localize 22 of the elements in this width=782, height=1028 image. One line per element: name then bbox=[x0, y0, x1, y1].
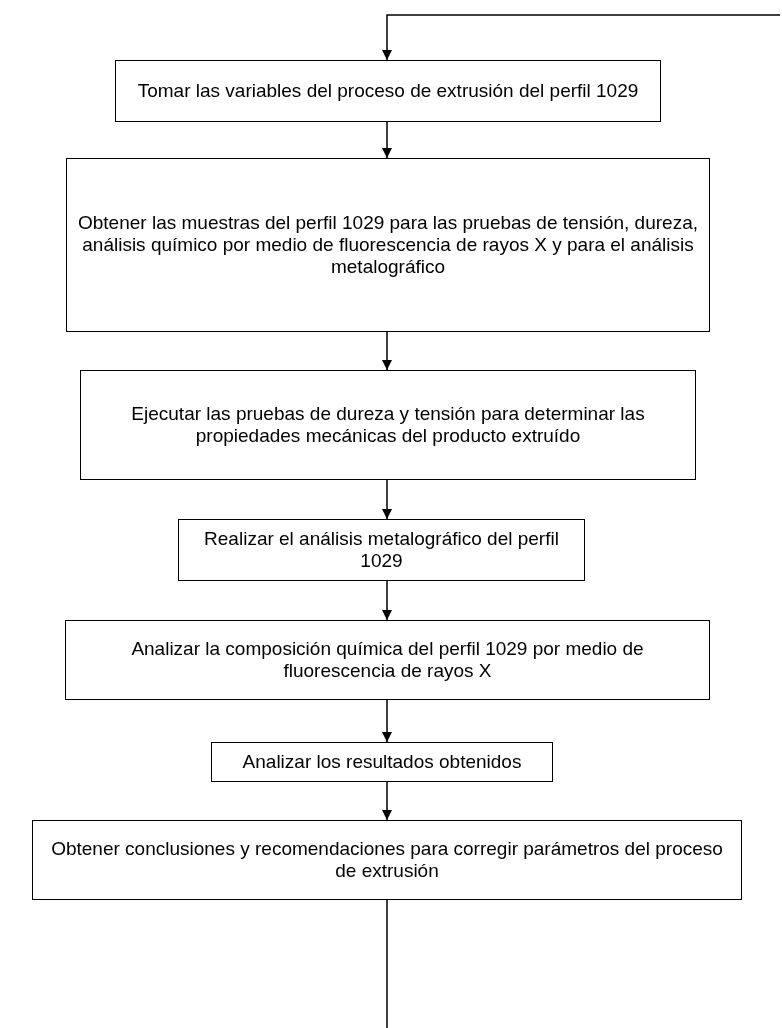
process-box bbox=[115, 60, 661, 122]
arrow bbox=[382, 479, 392, 520]
step-text: Analizar los resultados obtenidos bbox=[242, 751, 522, 773]
arrow bbox=[382, 121, 392, 159]
arrow bbox=[382, 580, 392, 621]
process-box bbox=[80, 370, 696, 480]
arrow bbox=[382, 331, 392, 371]
step-text: Tomar las variables del proceso de extrusión del perfil 1029 bbox=[137, 80, 639, 102]
arrow bbox=[382, 699, 392, 743]
arrow bbox=[382, 781, 392, 821]
process-box bbox=[66, 158, 710, 332]
step-text: Obtener conclusiones y recomendaciones para corregir parámetros del proceso de extrusión bbox=[50, 838, 724, 882]
process-box bbox=[211, 742, 553, 782]
step-text: Obtener las muestras del perfil 1029 para las pruebas de tensión, dureza, análisis químico por medio de fluorescencia de rayos X y para el análisis metalográfico bbox=[77, 212, 699, 278]
step-text: Analizar la composición química del perfil 1029 por medio de fluorescencia de rayos X bbox=[130, 638, 645, 682]
arrow bbox=[382, 14, 781, 61]
connector-line bbox=[386, 899, 388, 1028]
step-text: Realizar el análisis metalográfico del perfil 1029 bbox=[203, 528, 560, 572]
step-text: Ejecutar las pruebas de dureza y tensión para determinar las propiedades mecánicas del producto extruído bbox=[130, 403, 646, 447]
process-box bbox=[32, 820, 742, 900]
process-box bbox=[65, 620, 710, 700]
process-box bbox=[178, 519, 585, 581]
